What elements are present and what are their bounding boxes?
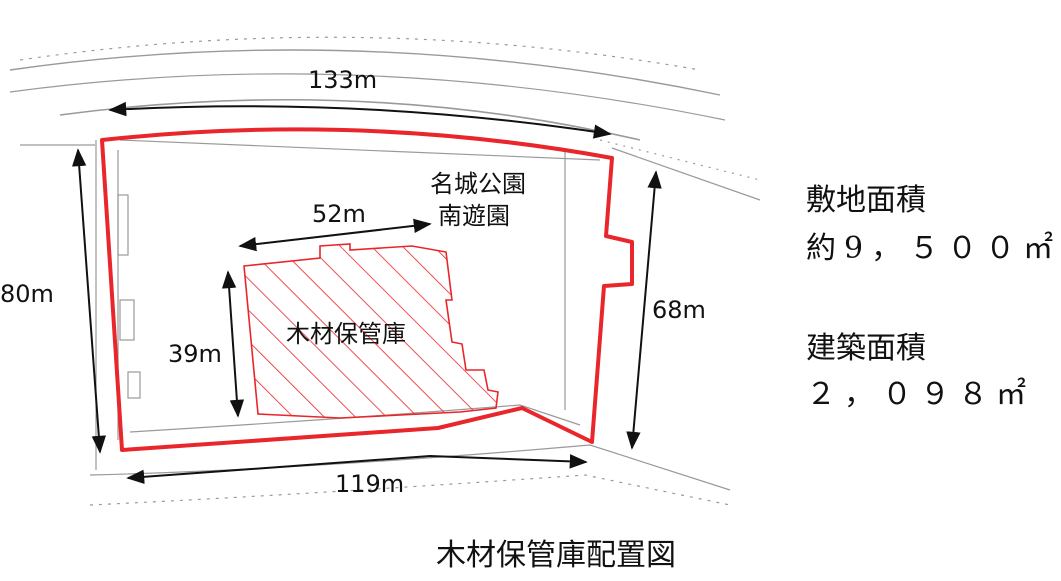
arrow-bottom	[126, 454, 588, 485]
site-plan-figure: 133m 80m 68m 119m 52m 39m 名城公園 南遊園 木材保管庫…	[0, 36, 1053, 573]
dimension-label-bottom: 119m	[335, 470, 404, 498]
building-area-value: ２，０９８㎡	[806, 377, 1034, 412]
road-right-lower	[599, 139, 761, 181]
small-structure	[119, 299, 135, 341]
dimension-label-left: 80m	[0, 280, 54, 308]
dimension-label-right: 68m	[652, 296, 706, 324]
road-bottom	[89, 444, 731, 491]
arrow-building-width	[238, 218, 432, 252]
small-structure	[127, 371, 141, 399]
building-label: 木材保管庫	[286, 320, 406, 348]
road-curve-dotted	[19, 36, 701, 71]
park-label-line1: 名城公園	[430, 170, 526, 198]
dimension-label-top: 133m	[308, 66, 377, 94]
road-right	[611, 147, 761, 201]
road-curve-inner	[9, 73, 726, 121]
arrow-building-depth	[221, 270, 245, 418]
building-footprint	[243, 243, 499, 419]
site-plan-map: 133m 80m 68m 119m 52m 39m 名城公園 南遊園 木材保管庫	[0, 36, 761, 506]
small-structure	[117, 194, 129, 256]
park-label-line2: 南遊園	[438, 202, 510, 230]
site-area-value: 約9，５００㎡	[806, 231, 1061, 266]
arrow-top	[108, 101, 612, 139]
site-area-label: 敷地面積	[806, 183, 926, 218]
arrow-right	[626, 170, 662, 450]
building-area-label: 建築面積	[806, 331, 926, 366]
dimension-label-building-depth: 39m	[168, 340, 222, 368]
figure-caption: 木材保管庫配置図	[436, 538, 676, 573]
dimension-label-building-width: 52m	[312, 200, 366, 228]
arrow-left	[71, 148, 107, 454]
road-bottom-2	[89, 474, 731, 506]
road-curve-outer	[9, 49, 721, 96]
site-inner-top	[119, 139, 601, 161]
dimension-arrows	[71, 101, 662, 485]
site-boundary	[100, 127, 634, 452]
